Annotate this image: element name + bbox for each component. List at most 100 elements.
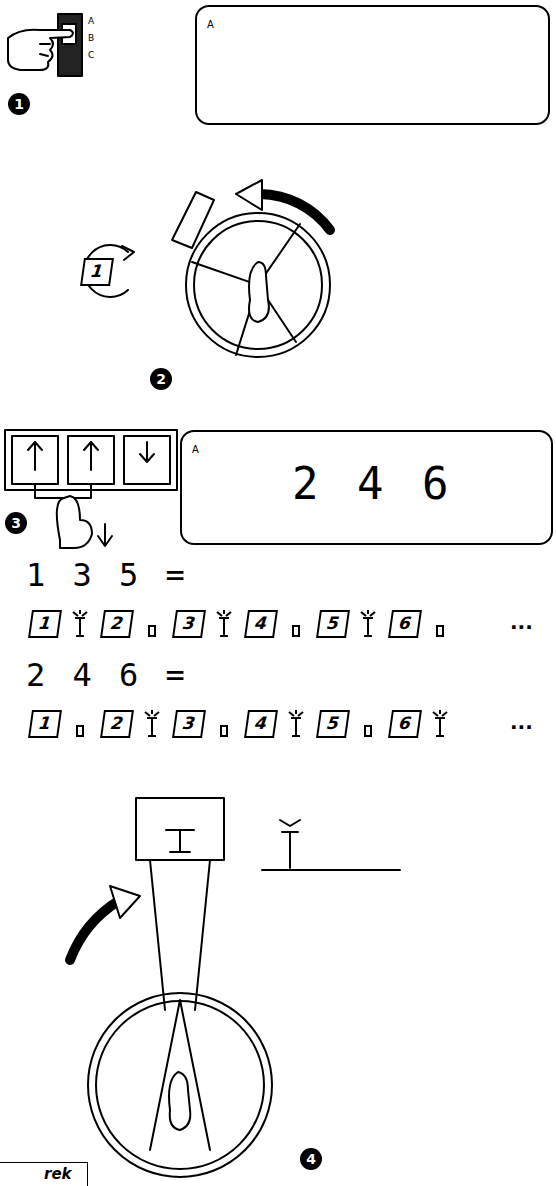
dial-inner [96,1001,264,1169]
day-box: 4 [244,710,278,738]
node-text: 1 [31,612,60,634]
sprinkler-stroke [367,610,369,614]
sprinkler-stroke [439,710,441,714]
sprinkler-stroke [73,612,78,616]
callout-number: 4 [300,1148,322,1170]
node-text: 1 [83,260,112,282]
page-tag: rek [0,1162,88,1186]
sprinkler-stroke [295,710,297,714]
sprinkler-stroke [433,712,438,716]
sprinkler-off [293,626,299,636]
day-box: 6 [388,610,422,638]
node-text: A [192,444,199,455]
sprinkler-stroke [145,712,150,716]
sprinkler-stroke [291,717,301,719]
node-text: A [207,19,214,30]
sprinkler-stroke [79,610,81,614]
sprinkler-stroke [223,610,225,614]
sprinkler-stroke [223,618,225,636]
node-text: 2 [103,712,132,734]
sprinkler-off [221,726,227,736]
sprinkler-stroke [436,735,444,737]
sprinkler-off [77,726,83,736]
button-letter: B [88,33,94,43]
down-arrow [98,524,112,546]
node-text: 5 [319,712,348,734]
sprinkler-symbol [166,830,194,852]
code-246: 2 4 6 = [26,656,189,694]
day-box: 3 [172,610,206,638]
button-panel [5,430,177,490]
sprinkler-stroke [217,612,222,616]
sprinkler-stroke [442,712,447,716]
sprinkler-stroke [361,612,366,616]
day-box: 5 [316,710,350,738]
node-text: 6 [391,712,420,734]
turn-arrowhead [236,180,262,210]
day-box: 4 [244,610,278,638]
sprinkler-stroke [292,735,300,737]
pointer-window [136,798,224,860]
sprinkler-stroke [220,635,228,637]
sprinkler-head [262,820,400,870]
hand [57,496,92,548]
finger [249,262,269,322]
day-box: 6 [388,710,422,738]
callout-number: 2 [150,368,172,390]
node-text: 6 [391,612,420,634]
day-box: 2 [100,710,134,738]
ellipsis: ... [510,610,533,634]
sprinkler-stroke [76,635,84,637]
node-text: 3 [175,612,204,634]
sprinkler-stroke [298,712,303,716]
cycle-arrowhead [122,246,134,260]
sprinkler-stroke [295,718,297,736]
sprinkler-stroke [363,617,373,619]
sprinkler-off [365,726,371,736]
sprinkler-stroke [147,717,157,719]
bracket [35,484,91,498]
sprinkler-stroke [75,617,85,619]
dial-pointer [192,224,300,355]
hand [8,30,73,70]
sprinkler-off [437,626,443,636]
day-box: 5 [316,610,350,638]
dial-pointer-tab [172,192,214,248]
sprinkler-stroke [435,717,445,719]
node-text: 5 [319,612,348,634]
node-text: rek [0,1163,87,1183]
callout-number: 1 [8,93,30,115]
dial-inner [194,221,322,349]
sprinkler-stroke [364,635,372,637]
button-letter: C [88,50,94,60]
day-icon: 1 [80,258,114,286]
node-text: 2 [103,612,132,634]
sprinkler-stroke [367,618,369,636]
turn-arrowhead [110,886,140,918]
sprinkler-stroke [151,718,153,736]
day-box: 1 [28,610,62,638]
node-text: 2 4 6 [292,458,454,509]
button-panel [58,14,82,76]
sprinkler-off [149,626,155,636]
day-box: 1 [28,710,62,738]
sprinkler-stroke [289,712,294,716]
dial-outer [186,213,330,357]
ellipsis: ... [510,710,533,734]
sprinkler-stroke [154,712,159,716]
sprinkler-stroke [226,612,231,616]
button-arrows [28,442,154,470]
sprinkler-stroke [370,612,375,616]
dial-pointer [150,860,210,1150]
sprinkler-stroke [439,718,441,736]
hand-detail [40,44,50,56]
turn-arrow [70,900,120,960]
day-box: 2 [100,610,134,638]
code-135: 1 3 5 = [26,556,189,594]
sprinkler-stroke [82,612,87,616]
node-text: 4 [247,712,276,734]
finger [169,1072,190,1130]
day-box: 3 [172,710,206,738]
callout-number: 3 [5,512,27,534]
node-text: 1 [31,712,60,734]
